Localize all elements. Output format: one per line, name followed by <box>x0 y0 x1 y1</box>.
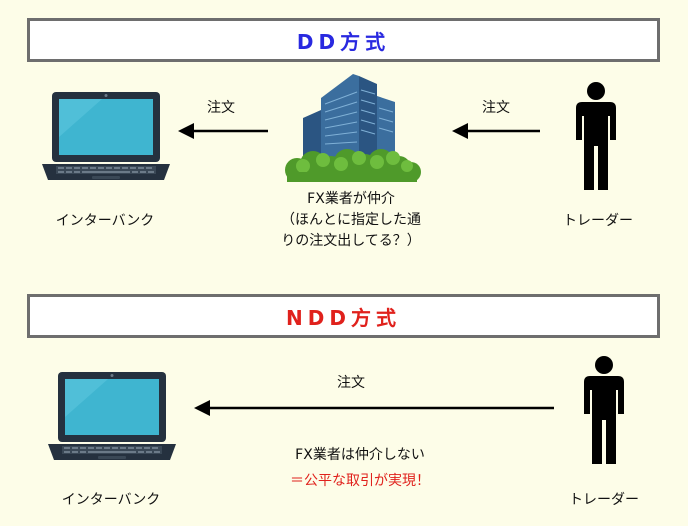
laptop-icon <box>42 92 170 180</box>
ndd-broker-caption: FX業者は仲介しない <box>295 447 425 463</box>
dd-interbank-label: インターバンク <box>55 213 155 229</box>
dd-order-label-left: 注文 <box>207 100 235 116</box>
ndd-method-title-box: NDD方式 <box>27 294 660 338</box>
left-arrow-icon <box>194 400 554 416</box>
ndd-method-title: NDD方式 <box>286 305 401 330</box>
ndd-fair-trade-caption: ＝公平な取引が実現！ <box>290 473 430 489</box>
dd-trader-label: トレーダー <box>563 213 633 229</box>
ndd-interbank-label: インターバンク <box>61 492 161 508</box>
dd-broker-caption: FX業者が仲介 （ほんとに指定した通 りの注文出してる？） <box>266 189 436 252</box>
person-icon <box>584 356 624 464</box>
dd-broker-caption-line3: りの注文出してる？） <box>281 233 421 249</box>
left-arrow-icon <box>452 123 540 139</box>
ndd-order-label: 注文 <box>337 375 365 391</box>
person-icon <box>576 82 616 190</box>
laptop-icon <box>48 372 176 460</box>
dd-broker-caption-line2: （ほんとに指定した通 <box>281 212 421 228</box>
office-building-icon <box>285 74 421 182</box>
dd-order-label-right: 注文 <box>482 100 510 116</box>
dd-broker-caption-line1: FX業者が仲介 <box>307 191 395 207</box>
left-arrow-icon <box>178 123 268 139</box>
ndd-trader-label: トレーダー <box>569 492 639 508</box>
dd-method-title-box: DD方式 <box>27 18 660 62</box>
dd-method-title: DD方式 <box>296 29 391 54</box>
